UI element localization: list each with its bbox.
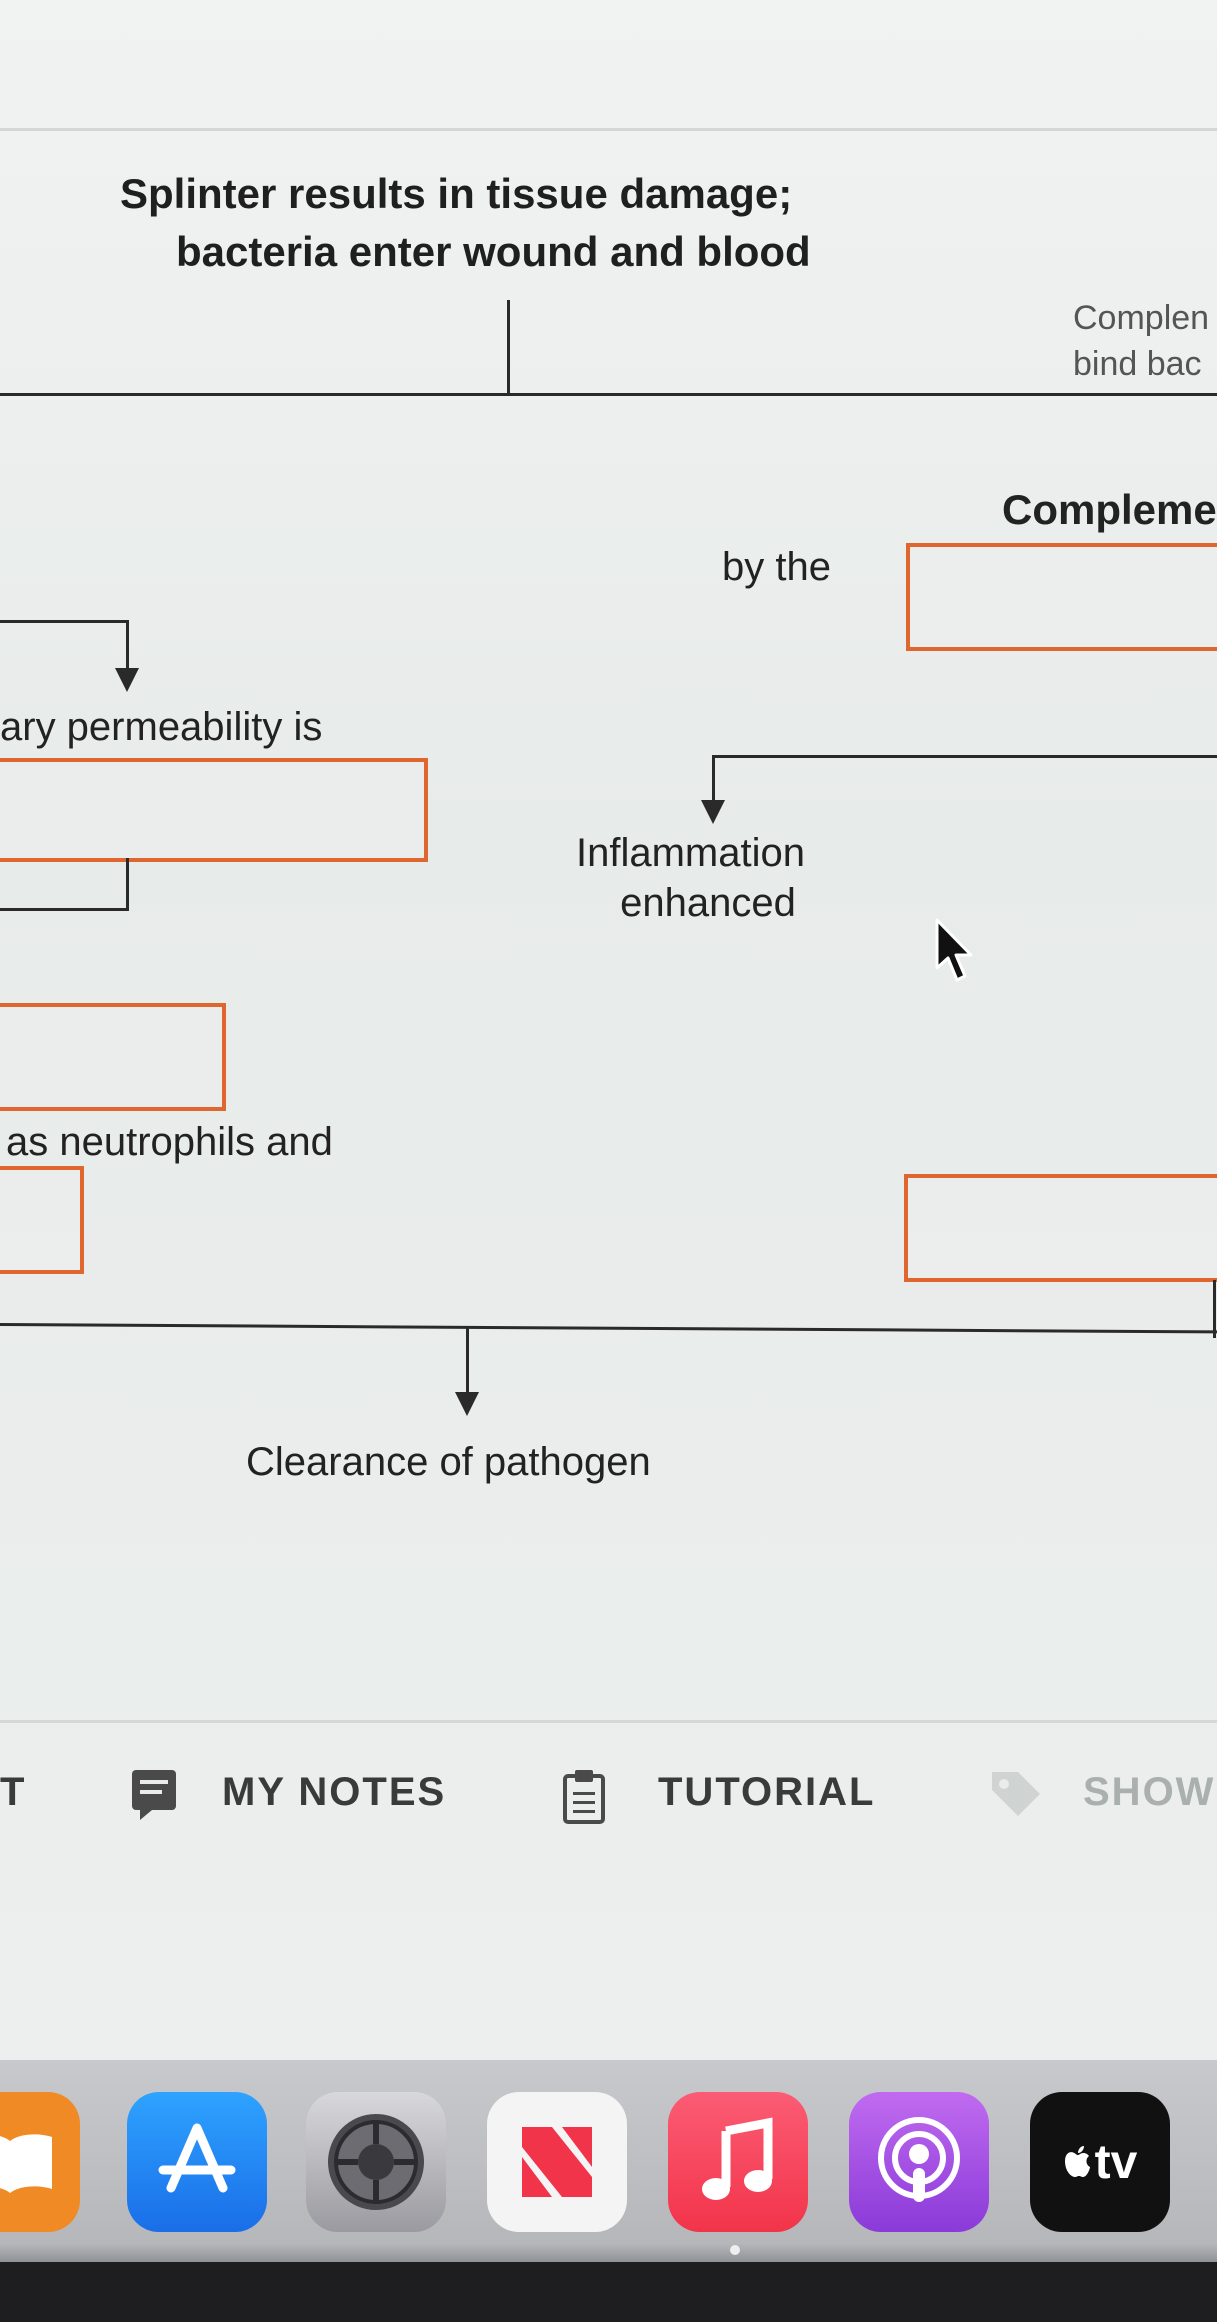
- tutorial-button[interactable]: TUTORIAL: [658, 1770, 876, 1814]
- title-line-1: Splinter results in tissue damage;: [120, 170, 793, 217]
- converge-line: [0, 1323, 1217, 1334]
- complement-answer-box[interactable]: [906, 543, 1217, 651]
- clearance-stem: [466, 1328, 469, 1398]
- dock-running-indicator: [730, 2245, 740, 2255]
- permeability-connector-h: [0, 908, 129, 911]
- title-stem: [507, 300, 510, 396]
- neutrophils-label: as neutrophils and: [6, 1120, 333, 1164]
- top-divider: [0, 128, 1217, 131]
- toolbar-partial-item[interactable]: T: [0, 1770, 27, 1814]
- neutrophils-answer-box[interactable]: [0, 1166, 84, 1274]
- inflammation-arrow-head: [701, 800, 725, 824]
- app-store-icon[interactable]: [127, 2092, 267, 2232]
- permeability-answer-box[interactable]: [0, 758, 428, 862]
- screen: Splinter results in tissue damage; bacte…: [0, 0, 1217, 2060]
- left-branch-stem: [126, 620, 129, 672]
- apple-tv-label: tv: [1094, 2135, 1138, 2189]
- left-arrow-head: [115, 668, 139, 692]
- my-notes-button[interactable]: MY NOTES: [222, 1770, 447, 1814]
- show-button[interactable]: SHOW: [1083, 1770, 1216, 1814]
- inflammation-branch-line: [712, 755, 1217, 758]
- system-settings-icon[interactable]: [306, 2092, 446, 2232]
- main-branch-line: [0, 393, 1217, 396]
- clipboard-icon: [563, 1770, 605, 1824]
- left-branch-line: [0, 620, 128, 623]
- right-answer-box[interactable]: [904, 1174, 1217, 1282]
- inflammation-stem: [712, 755, 715, 805]
- notes-icon: [132, 1770, 176, 1820]
- permeability-connector: [126, 858, 129, 910]
- diagram-title: Splinter results in tissue damage; bacte…: [120, 165, 880, 281]
- permeability-label: ary permeability is: [0, 705, 323, 749]
- inflammation-label: Inflammation enhanced: [576, 831, 805, 925]
- mouse-cursor-icon: [935, 918, 973, 982]
- dock-shelf: [0, 2262, 1217, 2322]
- news-icon[interactable]: [487, 2092, 627, 2232]
- books-icon[interactable]: [0, 2092, 80, 2232]
- complement-binds-text: Complen bind bac: [1073, 299, 1210, 383]
- podcasts-icon[interactable]: [849, 2092, 989, 2232]
- clearance-label: Clearance of pathogen: [246, 1440, 651, 1484]
- middle-answer-box[interactable]: [0, 1003, 226, 1111]
- complement-heading: Compleme: [1002, 486, 1217, 533]
- by-the-label: by the: [722, 545, 831, 589]
- apple-tv-icon[interactable]: tv: [1030, 2092, 1170, 2232]
- title-line-2: bacteria enter wound and blood: [176, 228, 811, 275]
- clearance-arrow-head: [455, 1392, 479, 1416]
- right-connector: [1213, 1280, 1216, 1338]
- tag-icon: [992, 1772, 1040, 1816]
- music-icon[interactable]: [668, 2092, 808, 2232]
- toolbar-divider: [0, 1720, 1217, 1723]
